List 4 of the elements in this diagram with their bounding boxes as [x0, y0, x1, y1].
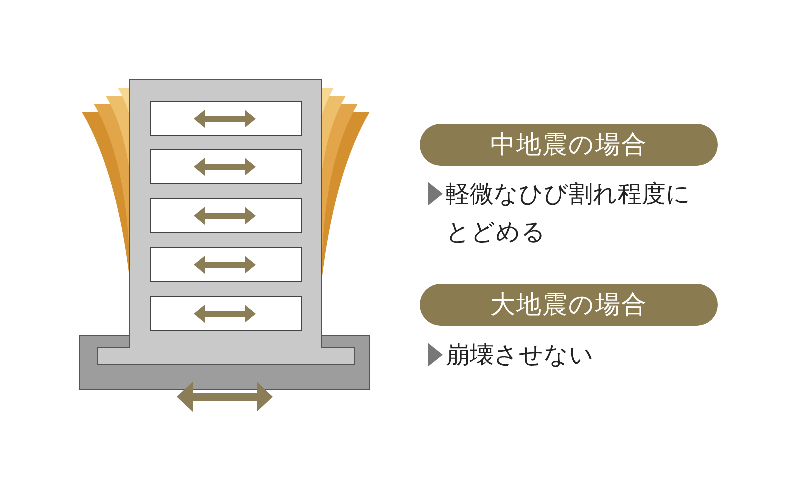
heading-pill: 中地震の場合 [420, 124, 718, 166]
bullet-text: 軽微なひび割れ程度にとどめる [446, 179, 692, 248]
heading-pill: 大地震の場合 [420, 284, 718, 326]
bullet-text: 崩壊させない [446, 340, 595, 371]
